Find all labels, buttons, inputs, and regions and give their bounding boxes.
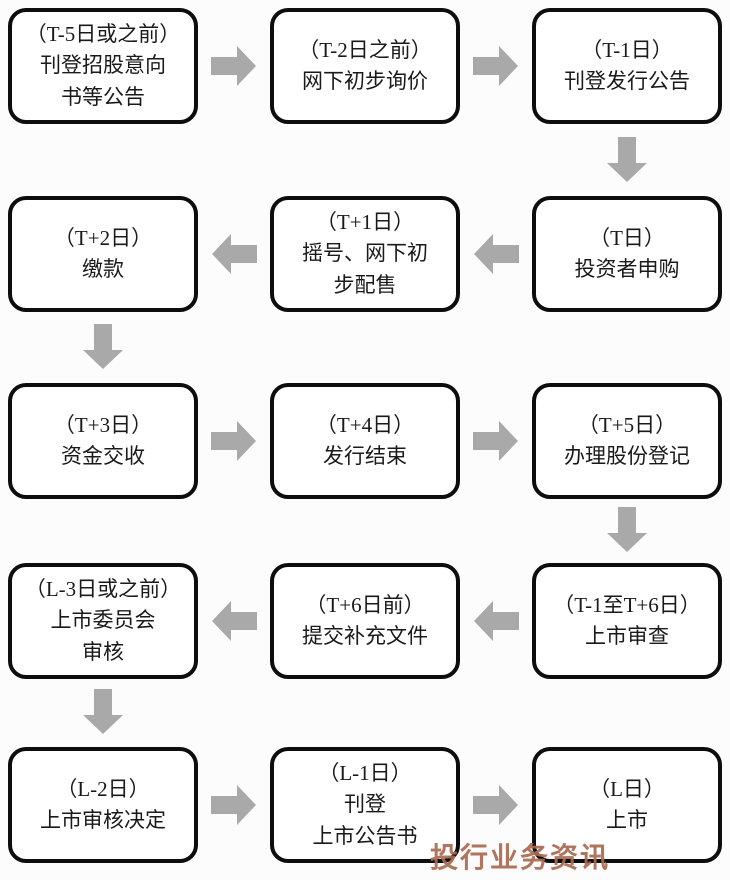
arrow-down-icon [607, 507, 647, 552]
flow-step-t: （T日） 投资者申购 [532, 196, 722, 312]
step-action-label: 上市审查 [585, 624, 669, 648]
step-day-label: （L-1日） [318, 760, 412, 785]
watermark-text: 投行业务资讯 [430, 843, 611, 874]
flow-step-t-plus-1: （T+1日） 摇号、网下初 步配售 [270, 196, 460, 312]
flow-step-t-1-to-t-plus-6: （T-1至T+6日） 上市审查 [532, 563, 722, 679]
flow-step-l-3-or-before: （L-3日或之前） 上市委员会 审核 [8, 563, 198, 679]
step-action-label: 提交补充文件 [302, 624, 428, 648]
step-action-label: 上市审核决定 [40, 808, 166, 832]
step-action-label: 发行结束 [323, 444, 407, 468]
step-action-label: 上市 [606, 808, 648, 832]
flow-step-t-plus-3: （T+3日） 资金交收 [8, 383, 198, 499]
step-action-label: 摇号、网下初 步配售 [302, 241, 428, 297]
step-day-label: （T+2日） [53, 225, 153, 250]
step-action-label: 办理股份登记 [564, 444, 690, 468]
step-action-label: 投资者申购 [574, 257, 680, 281]
flow-step-l: （L日） 上市 [532, 747, 722, 863]
arrow-right-icon [211, 421, 256, 461]
arrow-right-icon [211, 785, 256, 825]
step-day-label: （T-1至T+6日） [553, 592, 701, 617]
step-day-label: （L-3日或之前） [24, 576, 182, 601]
step-action-label: 网下初步询价 [302, 69, 428, 93]
step-action-label: 缴款 [82, 257, 124, 281]
arrow-left-icon [474, 234, 519, 274]
flow-step-t-2-before: （T-2日之前） 网下初步询价 [270, 8, 460, 124]
flow-step-t-5-or-before: （T-5日或之前） 刊登招股意向 书等公告 [8, 8, 198, 124]
arrow-left-icon [474, 601, 519, 641]
step-day-label: （T日） [589, 225, 665, 250]
step-day-label: （L日） [589, 776, 665, 801]
arrow-left-icon [212, 234, 257, 274]
step-day-label: （T+1日） [315, 209, 415, 234]
arrow-right-icon [211, 46, 256, 86]
flow-step-t-1: （T-1日） 刊登发行公告 [532, 8, 722, 124]
step-day-label: （T+3日） [53, 412, 153, 437]
arrow-down-icon [607, 137, 647, 182]
step-day-label: （T-2日之前） [298, 37, 432, 62]
step-day-label: （T+6日前） [305, 592, 425, 617]
step-action-label: 刊登招股意向 书等公告 [40, 53, 166, 109]
flow-step-t-plus-5: （T+5日） 办理股份登记 [532, 383, 722, 499]
step-day-label: （L-2日） [56, 776, 150, 801]
flow-step-t-plus-6-before: （T+6日前） 提交补充文件 [270, 563, 460, 679]
step-day-label: （T+5日） [577, 412, 677, 437]
arrow-down-icon [83, 689, 123, 734]
flow-step-l-2: （L-2日） 上市审核决定 [8, 747, 198, 863]
step-action-label: 上市委员会 审核 [50, 608, 156, 664]
step-day-label: （T+4日） [315, 412, 415, 437]
step-day-label: （T-5日或之前） [25, 21, 181, 46]
arrow-left-icon [212, 601, 257, 641]
step-action-label: 资金交收 [61, 444, 145, 468]
flow-step-l-1: （L-1日） 刊登 上市公告书 [270, 747, 460, 863]
flow-step-t-plus-4: （T+4日） 发行结束 [270, 383, 460, 499]
step-action-label: 刊登发行公告 [564, 69, 690, 93]
step-day-label: （T-1日） [581, 37, 673, 62]
arrow-right-icon [473, 421, 518, 461]
arrow-down-icon [83, 324, 123, 369]
arrow-right-icon [473, 785, 518, 825]
arrow-right-icon [473, 46, 518, 86]
flow-step-t-plus-2: （T+2日） 缴款 [8, 196, 198, 312]
step-action-label: 刊登 上市公告书 [312, 792, 418, 848]
